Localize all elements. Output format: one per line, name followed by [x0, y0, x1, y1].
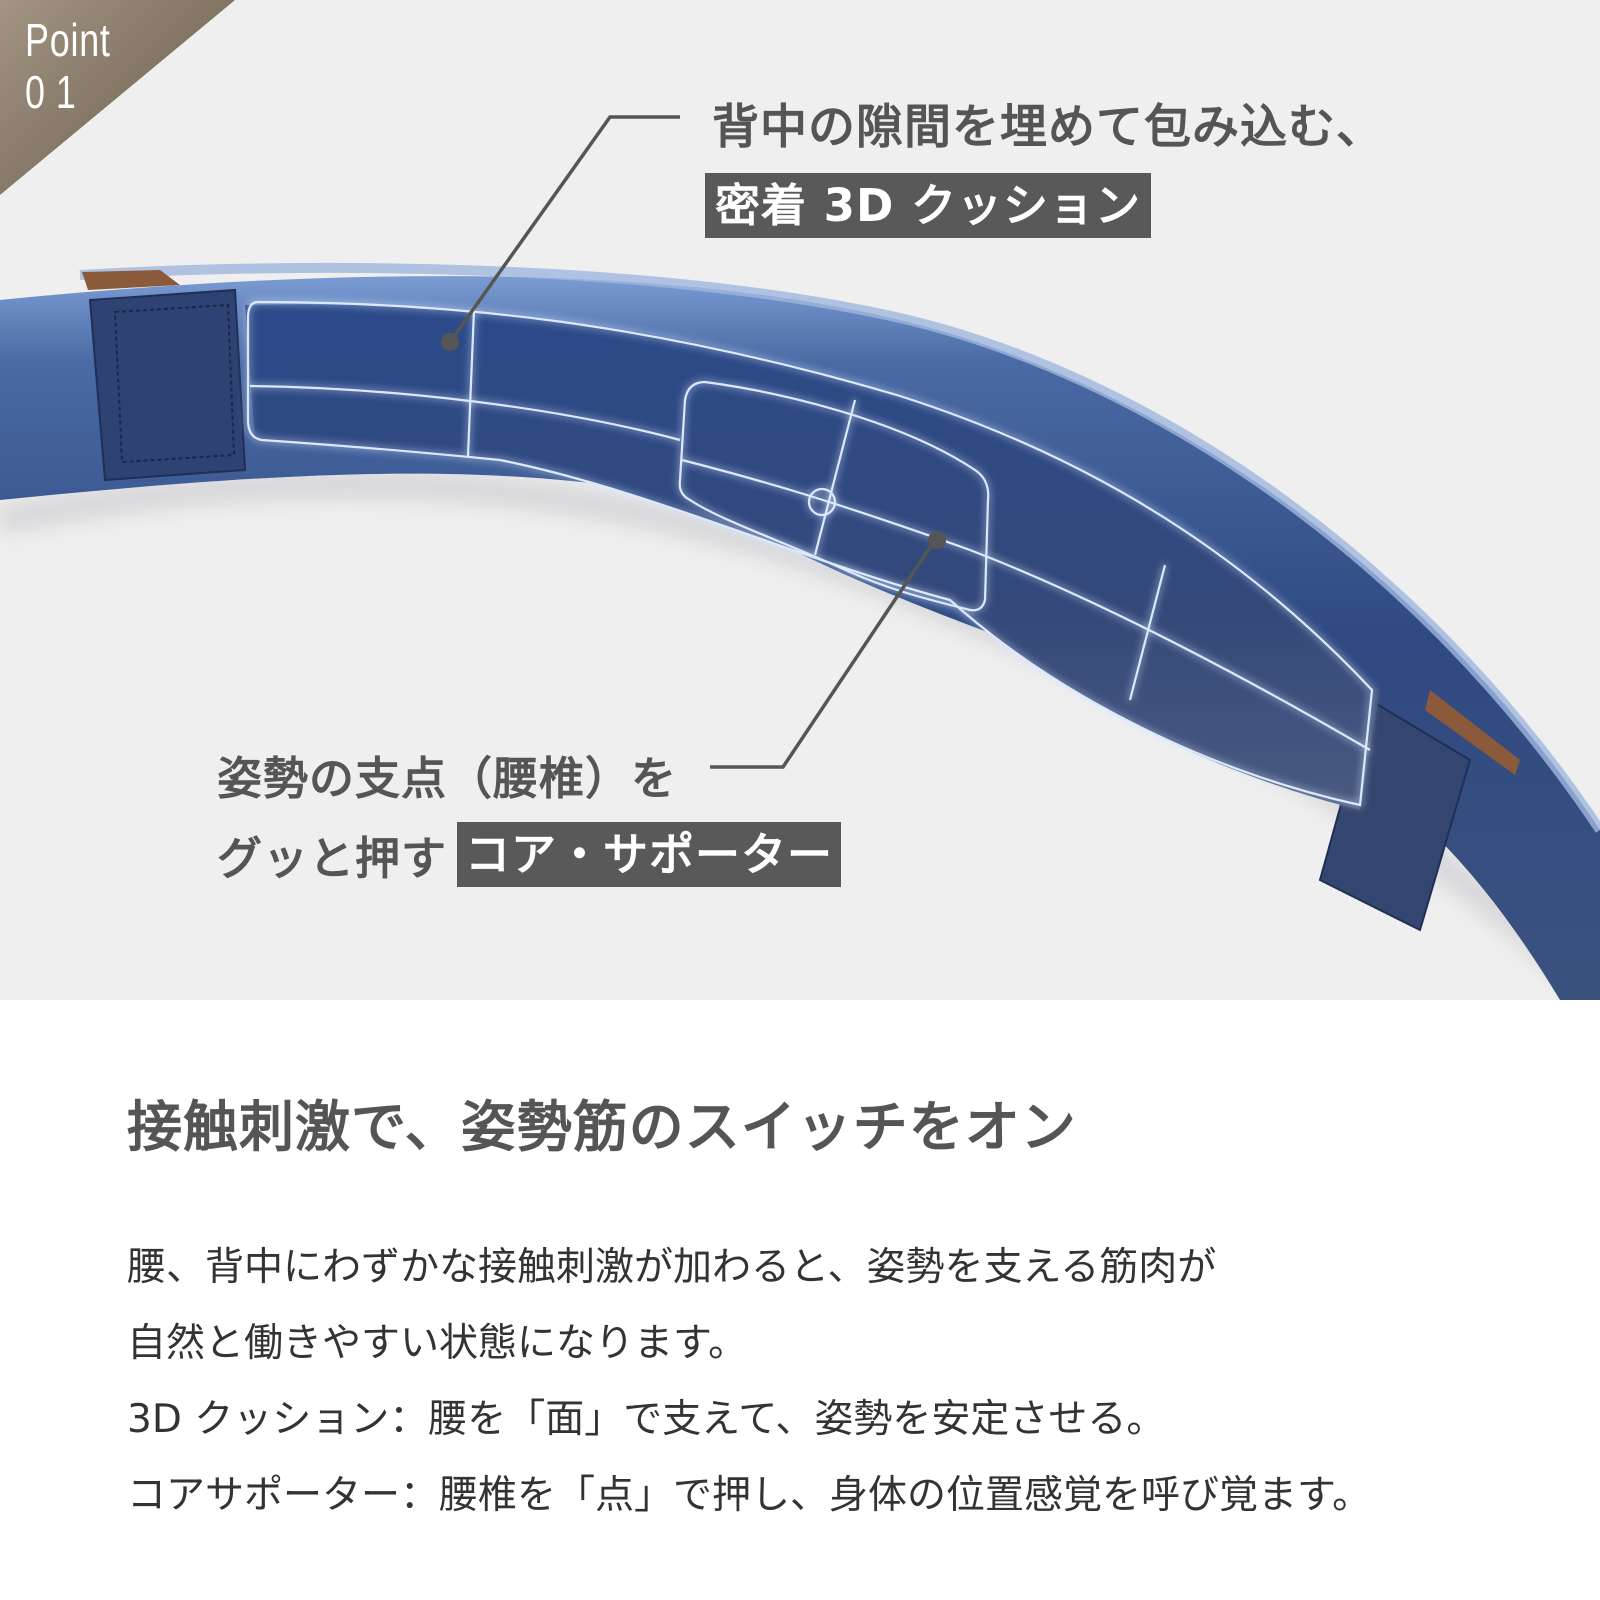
point-label: Point	[25, 14, 111, 66]
callout-top-leader	[448, 115, 680, 344]
description-body: 腰、背中にわずかな接触刺激が加わると、姿勢を支える筋肉が 自然と働きやすい状態に…	[127, 1230, 1547, 1534]
callout-bottom-line2: グッと押す コア・サポーター	[217, 822, 842, 887]
point-badge-text: Point 01	[25, 14, 111, 118]
product-hero: Point 01 背中の隙間を埋めて包み込む、 密着 3D クッション 姿勢の支…	[0, 0, 1600, 1000]
cushion-3d	[245, 304, 1380, 810]
callout-bottom-text: 姿勢の支点（腰椎）を	[217, 752, 678, 805]
callout-top-dot	[441, 333, 459, 351]
callout-bottom-leader	[710, 539, 937, 769]
belt-band	[0, 276, 1600, 1000]
callout-top-text: 背中の隙間を埋めて包み込む、	[712, 100, 1384, 155]
callout-bottom-prefix: グッと押す	[217, 832, 448, 885]
point-number: 01	[25, 66, 87, 118]
description-line: 腰、背中にわずかな接触刺激が加わると、姿勢を支える筋肉が	[127, 1245, 1217, 1290]
callout-top-tag: 密着 3D クッション	[705, 173, 1151, 238]
belt-keeper-left	[88, 288, 247, 482]
description-line: 自然と働きやすい状態になります。	[127, 1321, 748, 1366]
description-line: コアサポーター：腰椎を「点」で押し、身体の位置感覚を呼び覚ます。	[127, 1473, 1372, 1518]
callout-bottom-tag: コア・サポーター	[457, 822, 842, 887]
callout-bottom-dot	[928, 531, 946, 549]
belt-illustration	[0, 115, 1600, 1000]
section-headline: 接触刺激で、姿勢筋のスイッチをオン	[127, 1095, 1077, 1159]
description-line: 3D クッション：腰を「面」で支えて、姿勢を安定させる。	[127, 1397, 1166, 1442]
